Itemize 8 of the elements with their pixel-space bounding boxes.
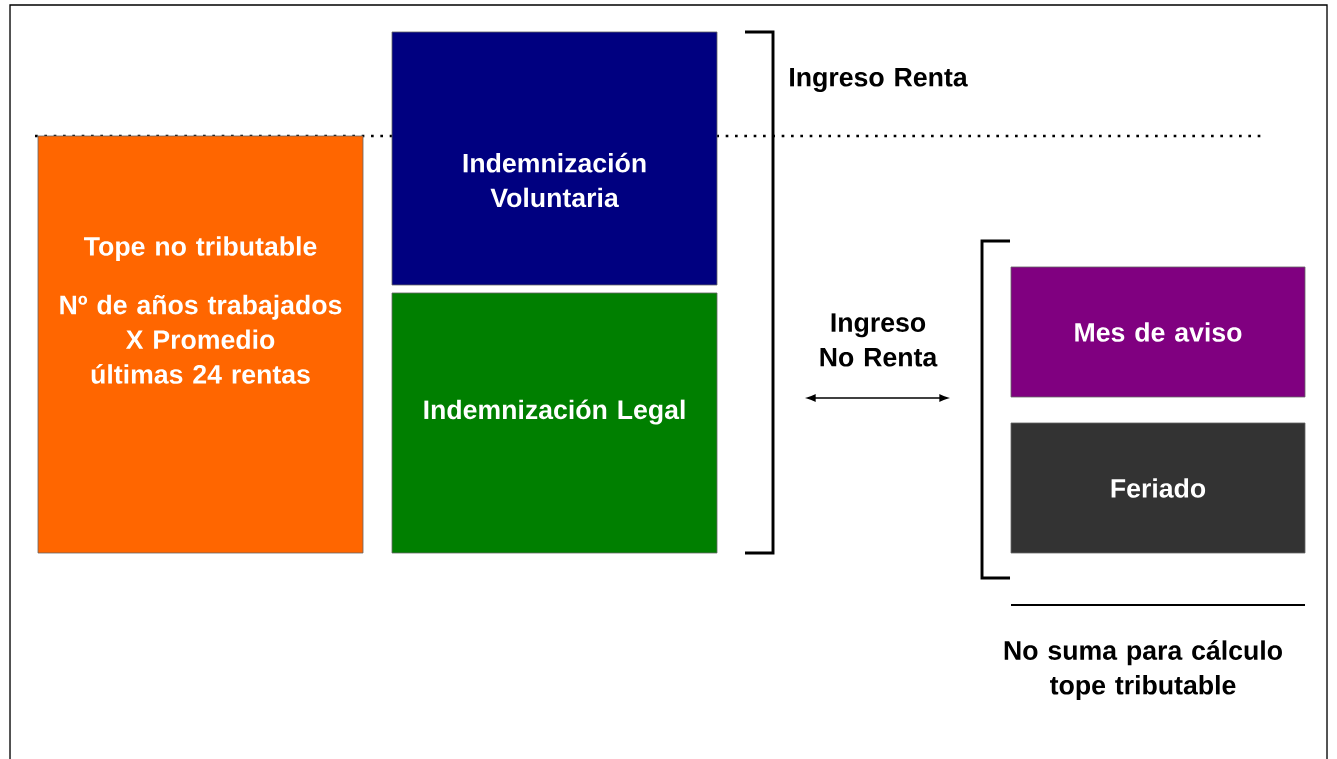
- box: Feriado: [1010, 422, 1306, 554]
- box: Mes de aviso: [1010, 266, 1306, 398]
- box: Indemnización Voluntaria: [391, 31, 718, 286]
- label: Ingreso Renta: [790, 68, 968, 92]
- label: Ingreso No Renta: [820, 313, 938, 367]
- box: Indemnización Legal: [391, 292, 718, 554]
- box: Tope no tributable Nº de años trabajados X Promedio últimas 24 rentas: [37, 135, 364, 554]
- label: No suma para cálculo tope tributable: [1004, 640, 1282, 700]
